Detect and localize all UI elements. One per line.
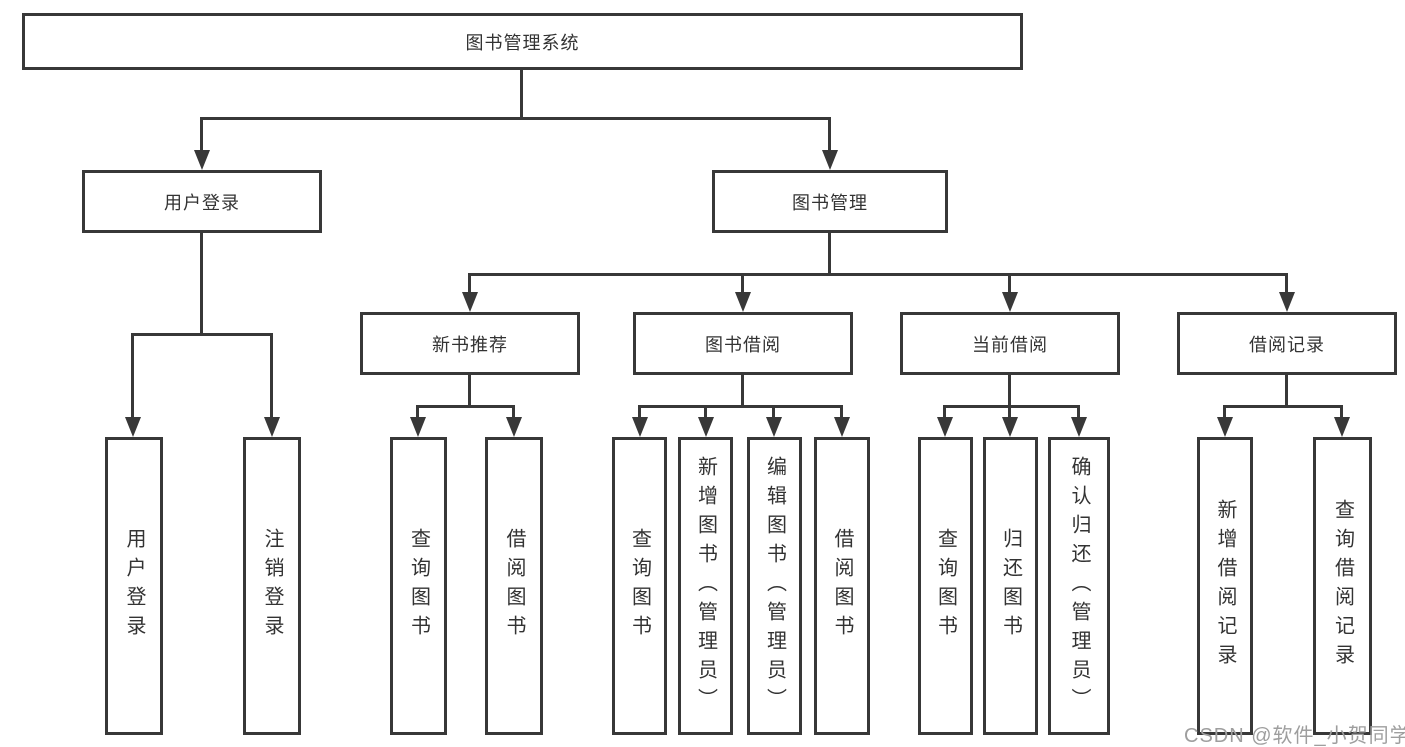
- connector-drop: [1340, 405, 1343, 417]
- connector-drop: [468, 273, 471, 292]
- node-label: 图书管理系统: [465, 32, 580, 53]
- connector-drop: [1008, 273, 1011, 292]
- arrowhead-down-icon: [1334, 417, 1350, 437]
- connector-newbook-bar: [416, 405, 515, 408]
- node-new-book-recommend: 新书推荐: [360, 312, 580, 375]
- connector-drop: [840, 405, 843, 417]
- arrowhead-down-icon: [125, 417, 141, 437]
- arrowhead-down-icon: [632, 417, 648, 437]
- node-current-borrow: 当前借阅: [900, 312, 1120, 375]
- leaf-label: 查询图书: [407, 528, 430, 644]
- leaf-borrow-books-recommend: 借阅图书: [485, 437, 543, 735]
- leaf-query-books-recommend: 查询图书: [390, 437, 447, 735]
- node-user-login: 用户登录: [82, 170, 322, 233]
- node-label: 图书借阅: [705, 334, 781, 355]
- connector-newbook-stem: [468, 375, 471, 405]
- leaf-label: 注销登录: [261, 528, 283, 644]
- leaf-label: 编辑图书（管理员）: [763, 455, 786, 717]
- connector-drop: [943, 405, 946, 417]
- connector-root-stem: [520, 70, 523, 117]
- leaf-query-books-borrow: 查询图书: [612, 437, 667, 735]
- leaf-label: 借阅图书: [831, 528, 853, 644]
- leaf-borrow-books: 借阅图书: [814, 437, 870, 735]
- connector-userlogin-bar: [131, 333, 273, 336]
- connector-currentborrow-bar: [943, 405, 1080, 408]
- node-label: 借阅记录: [1249, 334, 1325, 355]
- leaf-return-book: 归还图书: [983, 437, 1038, 735]
- connector-drop: [416, 405, 419, 417]
- connector-drop: [741, 273, 744, 292]
- connector-drop: [772, 405, 775, 417]
- arrowhead-down-icon: [1279, 292, 1295, 312]
- connector-userlogin-stem: [200, 233, 203, 333]
- leaf-label: 查询图书: [934, 528, 957, 644]
- node-label: 图书管理: [792, 192, 868, 213]
- leaf-edit-book-admin: 编辑图书（管理员）: [747, 437, 802, 735]
- leaf-label: 确认归还（管理员）: [1068, 455, 1090, 717]
- leaf-confirm-return-admin: 确认归还（管理员）: [1048, 437, 1110, 735]
- node-borrow-records: 借阅记录: [1177, 312, 1397, 375]
- arrowhead-down-icon: [506, 417, 522, 437]
- node-label: 新书推荐: [432, 334, 508, 355]
- arrowhead-down-icon: [766, 417, 782, 437]
- leaf-add-book-admin: 新增图书（管理员）: [678, 437, 733, 735]
- leaf-label: 归还图书: [999, 528, 1022, 644]
- node-label: 用户登录: [164, 192, 240, 213]
- arrowhead-down-icon: [937, 417, 953, 437]
- arrowhead-down-icon: [462, 292, 478, 312]
- connector-root-bar: [200, 117, 831, 120]
- leaf-label: 新增图书（管理员）: [694, 455, 717, 717]
- connector-level2-bar: [468, 273, 1288, 276]
- leaf-label: 新增借阅记录: [1214, 499, 1236, 673]
- connector-drop: [704, 405, 707, 417]
- connector-root-left-drop: [200, 117, 203, 150]
- connector-drop: [512, 405, 515, 417]
- node-label: 当前借阅: [972, 334, 1048, 355]
- arrowhead-down-icon: [194, 150, 210, 170]
- leaf-label: 查询图书: [628, 528, 651, 644]
- arrowhead-down-icon: [698, 417, 714, 437]
- connector-drop: [1285, 273, 1288, 292]
- connector-bookborrow-bar: [638, 405, 843, 408]
- leaf-label: 借阅图书: [503, 528, 525, 644]
- arrowhead-down-icon: [1002, 292, 1018, 312]
- arrowhead-down-icon: [834, 417, 850, 437]
- connector-drop: [1077, 405, 1080, 417]
- node-book-management: 图书管理: [712, 170, 948, 233]
- leaf-label: 用户登录: [123, 528, 145, 644]
- arrowhead-down-icon: [410, 417, 426, 437]
- arrowhead-down-icon: [1002, 417, 1018, 437]
- leaf-query-borrow-record: 查询借阅记录: [1313, 437, 1372, 735]
- connector-root-right-drop: [828, 117, 831, 150]
- connector-bookborrow-stem: [741, 375, 744, 405]
- connector-drop: [270, 333, 273, 417]
- arrowhead-down-icon: [735, 292, 751, 312]
- csdn-watermark: CSDN @软件_小贺同学: [1184, 725, 1405, 747]
- arrowhead-down-icon: [1217, 417, 1233, 437]
- leaf-logout: 注销登录: [243, 437, 301, 735]
- arrowhead-down-icon: [264, 417, 280, 437]
- connector-drop: [1223, 405, 1226, 417]
- connector-borrowrecords-stem: [1285, 375, 1288, 405]
- node-library-management-system: 图书管理系统: [22, 13, 1023, 70]
- arrowhead-down-icon: [1071, 417, 1087, 437]
- connector-drop: [1008, 405, 1011, 417]
- leaf-query-books-current: 查询图书: [918, 437, 973, 735]
- connector-drop: [638, 405, 641, 417]
- arrowhead-down-icon: [822, 150, 838, 170]
- leaf-add-borrow-record: 新增借阅记录: [1197, 437, 1253, 735]
- leaf-label: 查询借阅记录: [1331, 499, 1354, 673]
- connector-currentborrow-stem: [1008, 375, 1011, 405]
- node-book-borrow: 图书借阅: [633, 312, 853, 375]
- connector-drop: [131, 333, 134, 417]
- connector-borrowrecords-bar: [1223, 405, 1343, 408]
- connector-bookmgmt-stem: [828, 233, 831, 273]
- leaf-user-login: 用户登录: [105, 437, 163, 735]
